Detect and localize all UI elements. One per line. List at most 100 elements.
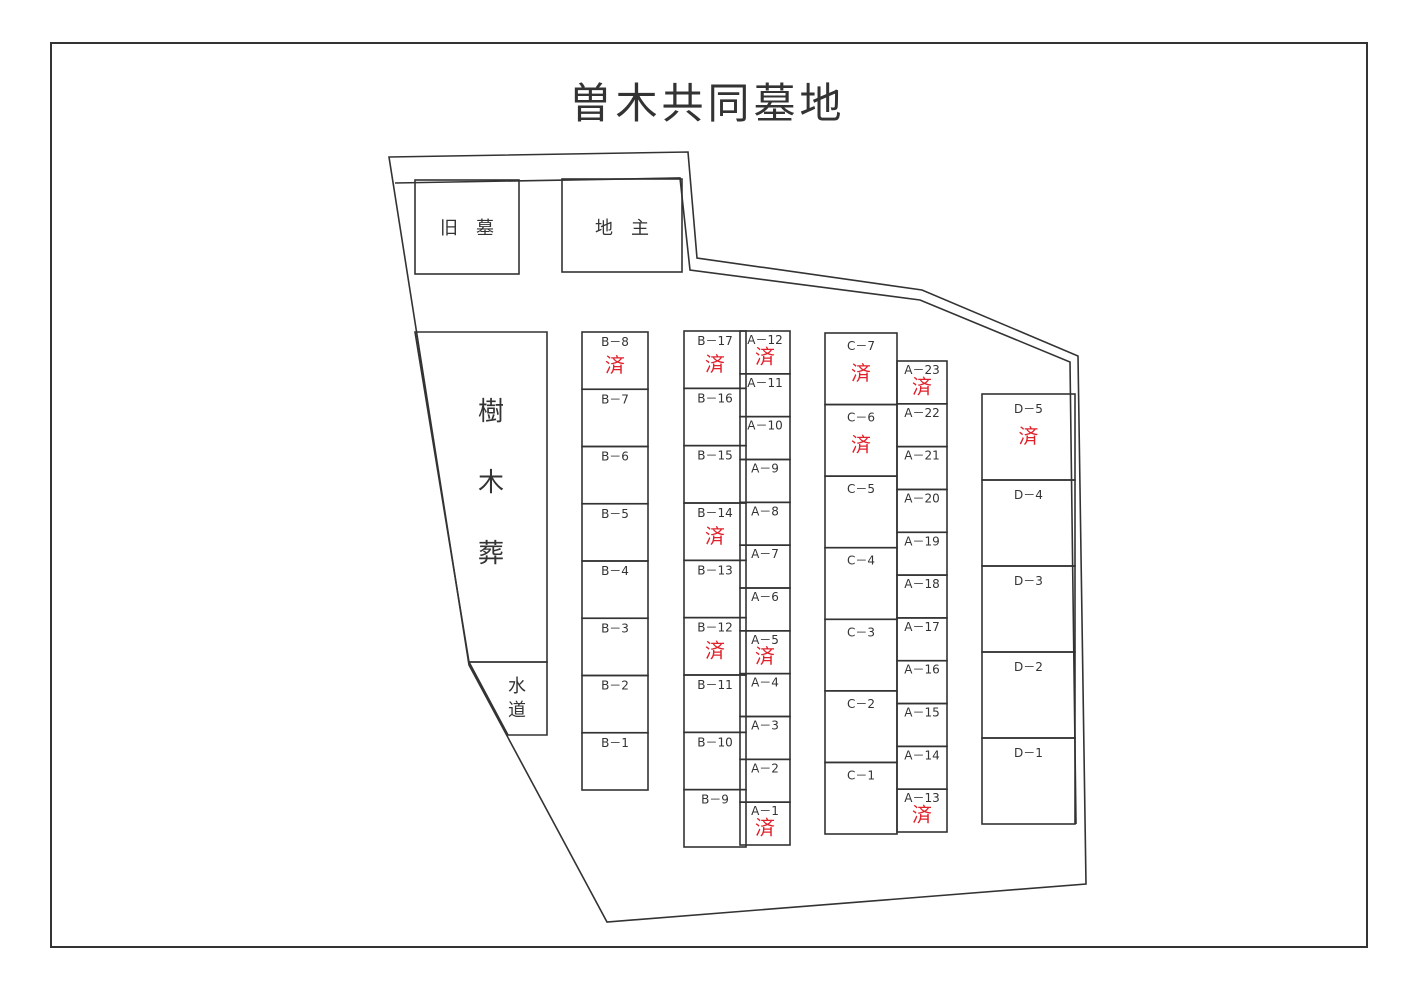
plot-label: D－2 [1014,660,1043,674]
plot-box [581,731,649,791]
plot-label: B－13 [697,563,733,577]
plot-b-16[interactable]: B－16 [683,387,747,447]
plot-label: D－3 [1014,574,1043,588]
plot-label: A－22 [904,406,939,420]
plot-a-5[interactable]: A－5済 [739,630,791,675]
plot-label: A－21 [904,449,939,463]
plot-label: A－8 [751,504,779,518]
plot-box [683,788,747,848]
plot-a-9[interactable]: A－9 [739,458,791,504]
plot-d-4[interactable]: D－4 [981,479,1076,567]
done-mark: 済 [851,433,871,457]
plot-c-7[interactable]: C－7済 [824,332,898,406]
plot-label: A－3 [751,719,779,733]
plot-label: A－10 [747,419,782,433]
plot-c-1[interactable]: C－1 [824,761,898,835]
plot-a-15[interactable]: A－15 [896,702,948,748]
plot-c-4[interactable]: C－4 [824,546,898,621]
plot-a-23[interactable]: A－23済 [896,360,948,405]
old-grave-area [414,179,520,275]
done-mark: 済 [1019,424,1039,448]
site-boundary [388,151,1087,923]
plot-a-1[interactable]: A－1済 [739,801,791,846]
plot-box [739,801,791,846]
plot-a-2[interactable]: A－2 [739,758,791,803]
plot-b-17[interactable]: B－17済 [683,330,747,390]
plot-b-13[interactable]: B－13 [683,559,747,619]
plot-label: B－15 [697,449,733,463]
plot-b-3[interactable]: B－3 [581,617,649,677]
plot-d-1[interactable]: D－1 [981,737,1076,825]
plot-box [981,737,1076,825]
plot-a-21[interactable]: A－21 [896,445,948,491]
plot-a-8[interactable]: A－8 [739,501,791,546]
plot-a-10[interactable]: A－10 [739,415,791,461]
plot-a-11[interactable]: A－11 [739,373,791,418]
plot-c-3[interactable]: C－3 [824,618,898,692]
plot-d-2[interactable]: D－2 [981,651,1076,739]
plot-label: B－11 [697,678,733,692]
plot-label: C－5 [847,482,875,496]
plot-label: C－1 [847,768,875,782]
plot-label: B－17 [697,334,733,348]
plot-label: C－2 [847,697,875,711]
plot-label: A－7 [751,547,779,561]
done-mark: 済 [912,374,932,398]
plot-a-6[interactable]: A－6 [739,587,791,632]
plot-label: A－12 [747,333,782,347]
plot-label: C－4 [847,554,875,568]
plot-c-6[interactable]: C－6済 [824,403,898,477]
plot-a-19[interactable]: A－19 [896,531,948,576]
plot-c-5[interactable]: C－5 [824,475,898,549]
plot-c-2[interactable]: C－2 [824,690,898,764]
water-area [467,661,548,736]
plot-label: B－14 [697,506,733,520]
plot-b-15[interactable]: B－15 [683,444,747,504]
plot-b-2[interactable]: B－2 [581,674,649,734]
plot-label: A－4 [751,676,779,690]
plot-b-7[interactable]: B－7 [581,388,649,448]
plot-label: B－1 [601,736,629,750]
done-mark: 済 [755,815,775,839]
plot-label: A－11 [747,376,782,390]
plot-b-10[interactable]: B－10 [683,731,747,791]
plot-label: B－3 [601,621,629,635]
plot-label: B－2 [601,679,629,693]
plot-a-22[interactable]: A－22 [896,403,948,448]
done-mark: 済 [755,644,775,668]
plot-a-18[interactable]: A－18 [896,574,948,619]
plot-b-1[interactable]: B－1 [581,731,649,791]
plot-a-7[interactable]: A－7 [739,544,791,589]
water-label-2: 道 [508,700,526,721]
plot-b-14[interactable]: B－14済 [683,502,747,562]
plot-a-14[interactable]: A－14 [896,745,948,790]
plot-label: B－12 [697,621,733,635]
plot-b-11[interactable]: B－11 [683,674,747,734]
plot-label: B－5 [601,507,629,521]
plot-label: A－13 [904,791,939,805]
old-grave-label: 旧 墓 [440,218,494,239]
plot-label: B－9 [701,793,729,807]
plot-label: B－4 [601,564,629,578]
plot-label: A－23 [904,363,939,377]
plot-b-12[interactable]: B－12済 [683,616,747,676]
plot-b-4[interactable]: B－4 [581,560,649,620]
plot-a-16[interactable]: A－16 [896,659,948,705]
plot-b-6[interactable]: B－6 [581,445,649,505]
plot-label: A－9 [751,462,779,476]
plot-b-5[interactable]: B－5 [581,502,649,562]
plot-b-8[interactable]: B－8済 [581,331,649,391]
plot-a-13[interactable]: A－13済 [896,788,948,833]
plot-d-3[interactable]: D－3 [981,565,1076,653]
plot-b-9[interactable]: B－9 [683,788,747,848]
plot-a-12[interactable]: A－12済 [739,330,791,375]
landowner-label: 地 主 [595,218,649,239]
plot-d-5[interactable]: D－5済 [981,393,1076,481]
plot-a-3[interactable]: A－3 [739,715,791,761]
plot-a-4[interactable]: A－4 [739,672,791,718]
plot-a-17[interactable]: A－17 [896,617,948,662]
plot-label: B－7 [601,392,629,406]
done-mark: 済 [851,361,871,385]
page-title: 曽木共同墓地 [569,79,846,128]
plot-a-20[interactable]: A－20 [896,488,948,534]
